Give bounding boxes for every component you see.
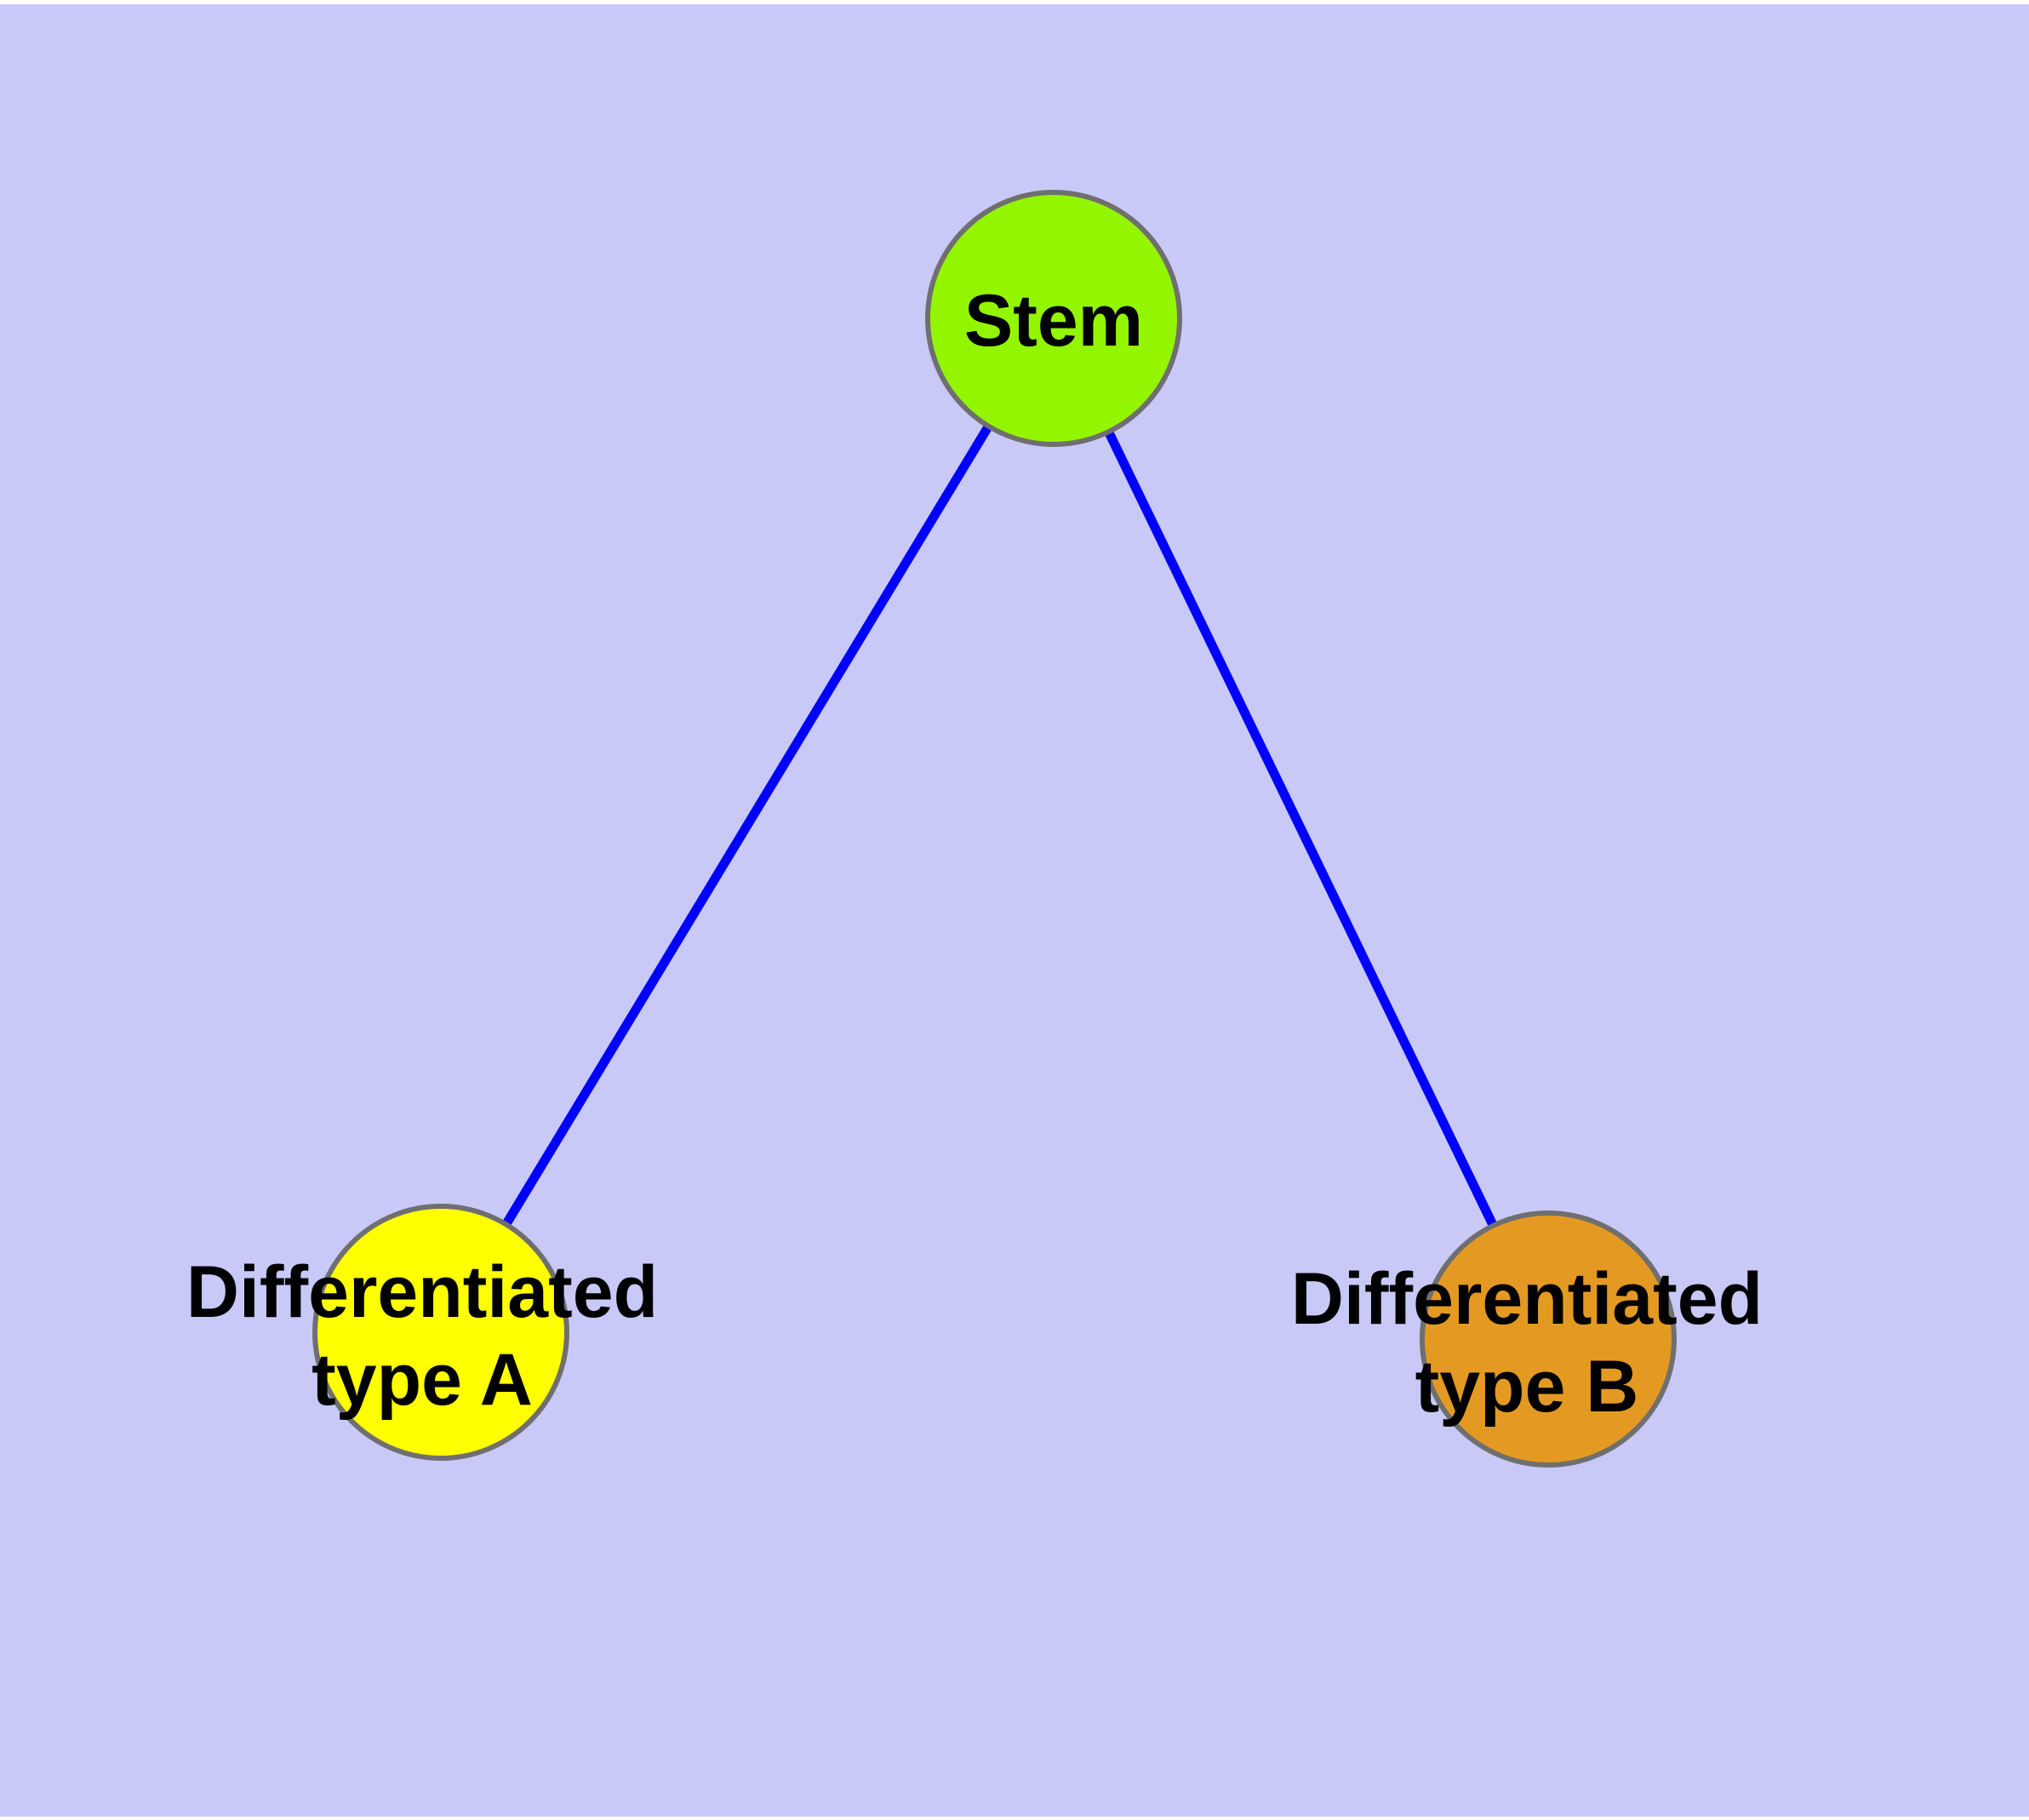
node-differentiated-type-a-label-line2: type A bbox=[311, 1339, 533, 1421]
node-stem: Stem bbox=[925, 190, 1182, 447]
node-differentiated-type-a-label-line1: Differentiated bbox=[186, 1251, 658, 1333]
node-stem-label: Stem bbox=[964, 280, 1143, 362]
node-differentiated-type-b-label-line2: type B bbox=[1415, 1346, 1639, 1428]
node-differentiated-type-a: Differentiated type A bbox=[186, 1204, 658, 1461]
node-differentiated-type-a-circle bbox=[312, 1204, 569, 1461]
edge-stem-to-differentiated-type-b bbox=[1049, 316, 1552, 1342]
node-differentiated-type-b-label-line1: Differentiated bbox=[1291, 1258, 1763, 1340]
node-stem-circle bbox=[925, 190, 1182, 447]
node-differentiated-type-b-circle bbox=[1420, 1210, 1677, 1468]
edge-stem-to-differentiated-type-a bbox=[437, 316, 1058, 1335]
node-differentiated-type-b: Differentiated type B bbox=[1291, 1210, 1763, 1468]
